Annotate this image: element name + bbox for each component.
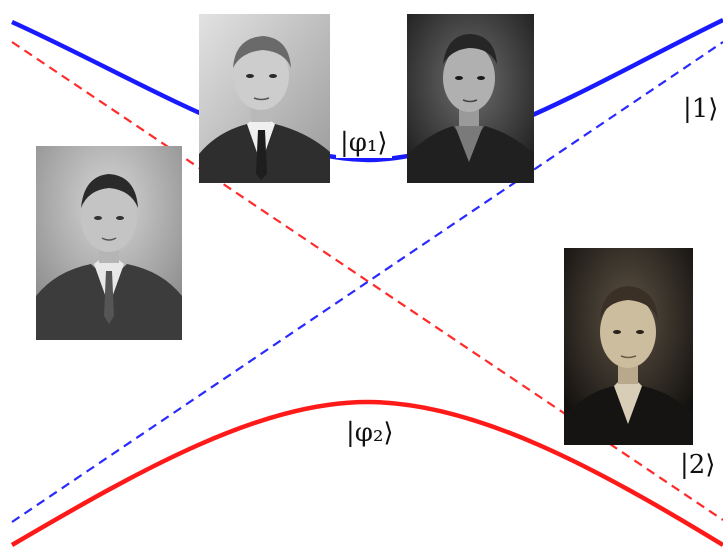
man-portrait-icon [407, 14, 534, 183]
phi1-label: |φ₁⟩ [336, 128, 392, 158]
diabatic-line-blue [11, 41, 723, 523]
portrait-top-right [407, 14, 534, 183]
ket2-label: |2⟩ [680, 450, 716, 480]
upper-adiabatic-curve [11, 17, 723, 163]
man-portrait-icon [36, 146, 182, 340]
man-portrait-icon [199, 14, 330, 183]
man-portrait-icon [564, 248, 693, 445]
ket1-label: |1⟩ [683, 94, 719, 124]
phi2-label: |φ₂⟩ [342, 418, 398, 448]
portrait-bottom-right [564, 248, 693, 445]
lower-adiabatic-curve [10, 399, 723, 547]
portrait-top-left [199, 14, 330, 183]
portrait-left [36, 146, 182, 340]
